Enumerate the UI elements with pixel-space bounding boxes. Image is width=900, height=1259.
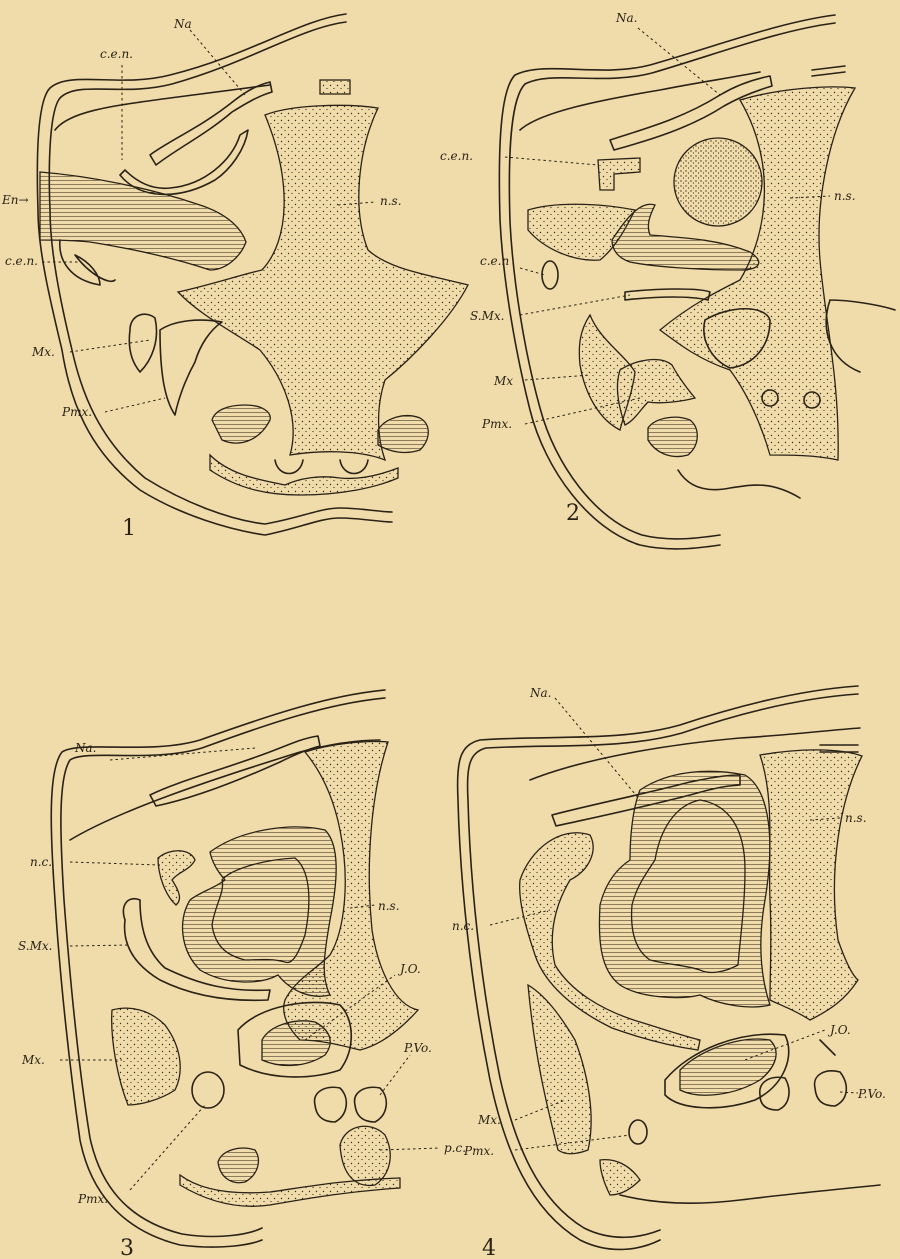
- fig2-lower-jaw: [678, 470, 800, 498]
- fig2-septomaxillary: [625, 289, 710, 300]
- fig3-nasal-bone: [150, 736, 320, 806]
- fig1-lower-jaw: [210, 455, 398, 495]
- fig1-label-en: En→: [1, 193, 29, 207]
- fig1-maxilla: [129, 314, 156, 372]
- fig2-label-pmx: Pmx.: [481, 417, 512, 431]
- fig2-olfactory-bulb: [674, 138, 762, 226]
- fig2-label-cen-top: c.e.n.: [440, 149, 473, 163]
- fig4-label-ns: n.s.: [845, 811, 867, 825]
- fig4-number: 4: [482, 1236, 496, 1259]
- fig2-right-cavity: [826, 300, 895, 372]
- figure-4: Na. n.s. n.c. J.O. Mx. P.Vo. Pmx. 4: [452, 686, 886, 1259]
- fig2-label-ns: n.s.: [834, 189, 856, 203]
- figure-2: Na. c.e.n. n.s. c.e.n S.Mx. Mx Pmx. 2: [440, 11, 895, 549]
- fig1-label-ns: n.s.: [380, 194, 402, 208]
- fig4-label-nc: n.c.: [452, 919, 474, 933]
- fig2-label-cen-low: c.e.n: [480, 254, 509, 268]
- fig1-leader-mx: [70, 340, 150, 352]
- fig4-leader-na: [555, 698, 640, 800]
- fig2-leader-na: [638, 28, 720, 95]
- fig1-label-pmx: Pmx.: [61, 405, 92, 419]
- fig4-pvo-right: [815, 1071, 847, 1106]
- fig2-premaxilla: [618, 360, 695, 425]
- fig3-lower-jaw: [180, 1175, 400, 1206]
- fig3-label-na: Na.: [74, 741, 96, 755]
- fig2-nasal-cap: [812, 66, 845, 76]
- fig3-label-mx: Mx.: [21, 1053, 45, 1067]
- fig1-tooth-cup-b: [340, 460, 368, 474]
- fig1-label-cen-low: c.e.n.: [5, 254, 38, 268]
- fig3-label-pmx: Pmx.: [77, 1192, 108, 1206]
- fig1-nasal-bone: [150, 82, 272, 165]
- fig1-label-na: Na: [173, 17, 192, 31]
- fig2-leader-smx: [520, 295, 630, 315]
- fig3-leader-smx: [70, 945, 130, 946]
- fig2-label-mx: Mx: [493, 374, 513, 388]
- fig3-jacobson-organ: [262, 1021, 330, 1066]
- fig2-cen-lower: [542, 261, 558, 289]
- fig2-number: 2: [566, 501, 580, 526]
- figure-1: Na c.e.n. En→ c.e.n. n.s. Mx. Pmx. 1: [1, 14, 468, 541]
- fig3-number: 3: [120, 1236, 134, 1259]
- fig3-maxilla: [112, 1008, 181, 1105]
- fig3-parachordal: [340, 1126, 390, 1185]
- fig1-premaxilla: [160, 320, 222, 415]
- fig3-premaxilla: [192, 1072, 224, 1108]
- fig4-label-mx: Mx.: [477, 1113, 501, 1127]
- fig4-tooth-process: [600, 1160, 640, 1195]
- fig3-nasal-capsule: [158, 851, 195, 905]
- fig4-premaxilla: [629, 1120, 647, 1144]
- fig4-label-pmx: Pmx.: [463, 1144, 494, 1158]
- fig1-number: 1: [122, 516, 136, 541]
- fig1-label-mx: Mx.: [31, 345, 55, 359]
- fig3-pvo-right: [355, 1087, 387, 1122]
- fig2-nasal-septum: [660, 87, 855, 460]
- fig2-leader-cen-top: [505, 157, 598, 165]
- fig2-cen-process: [598, 158, 640, 190]
- fig1-tooth-cup-a: [275, 460, 303, 474]
- fig3-label-pvo: P.Vo.: [403, 1041, 432, 1055]
- fig3-label-nc: n.c.: [30, 855, 52, 869]
- fig3-label-jo: J.O.: [397, 962, 421, 976]
- fig2-label-na: Na.: [615, 11, 637, 25]
- fig4-olfactory-loop: [599, 771, 770, 1007]
- fig1-lower-cavity: [60, 240, 115, 285]
- fig2-tooth: [648, 417, 697, 456]
- fig3-leader-nc: [70, 862, 160, 865]
- fig1-nasal-cap: [320, 80, 350, 94]
- fig3-tooth: [218, 1148, 258, 1183]
- fig2-upper-cavity: [520, 72, 760, 130]
- fig1-nasal-septum: [178, 105, 468, 460]
- fig1-tooth-left: [212, 405, 270, 443]
- fig3-leader-na: [110, 748, 255, 760]
- fig4-label-na: Na.: [529, 686, 551, 700]
- figure-3: Na. n.c. n.s. S.Mx. J.O. P.Vo. Mx. p.c. …: [18, 690, 466, 1259]
- fig3-label-pc: p.c.: [444, 1141, 466, 1155]
- fig1-epithelium-band: [40, 172, 246, 270]
- fig3-leader-pmx: [130, 1105, 205, 1190]
- fig4-label-pvo: P.Vo.: [857, 1087, 886, 1101]
- fig1-leader-pmx: [105, 398, 165, 412]
- fig1-label-cen-top: c.e.n.: [100, 47, 133, 61]
- fig4-vessel: [820, 1040, 835, 1055]
- fig4-label-jo: J.O.: [827, 1023, 851, 1037]
- fig2-leader-mx: [525, 375, 590, 380]
- fig4-leader-pvo: [840, 1092, 858, 1093]
- fig1-upper-cavity: [55, 85, 270, 130]
- fig1-turbinal-upper: [120, 130, 248, 194]
- fig2-leader-cen-low: [520, 268, 545, 275]
- fig2-label-smx: S.Mx.: [470, 309, 504, 323]
- fig3-leader-pvo: [380, 1055, 410, 1095]
- fig4-nasal-septum: [760, 750, 862, 1020]
- fig3-label-smx: S.Mx.: [18, 939, 52, 953]
- fig1-leader-na: [190, 30, 245, 95]
- fig1-tooth-right: [378, 416, 428, 453]
- fig3-pvo-left: [315, 1087, 347, 1122]
- fig3-label-ns: n.s.: [378, 899, 400, 913]
- fig4-lower-jaw: [620, 1185, 880, 1203]
